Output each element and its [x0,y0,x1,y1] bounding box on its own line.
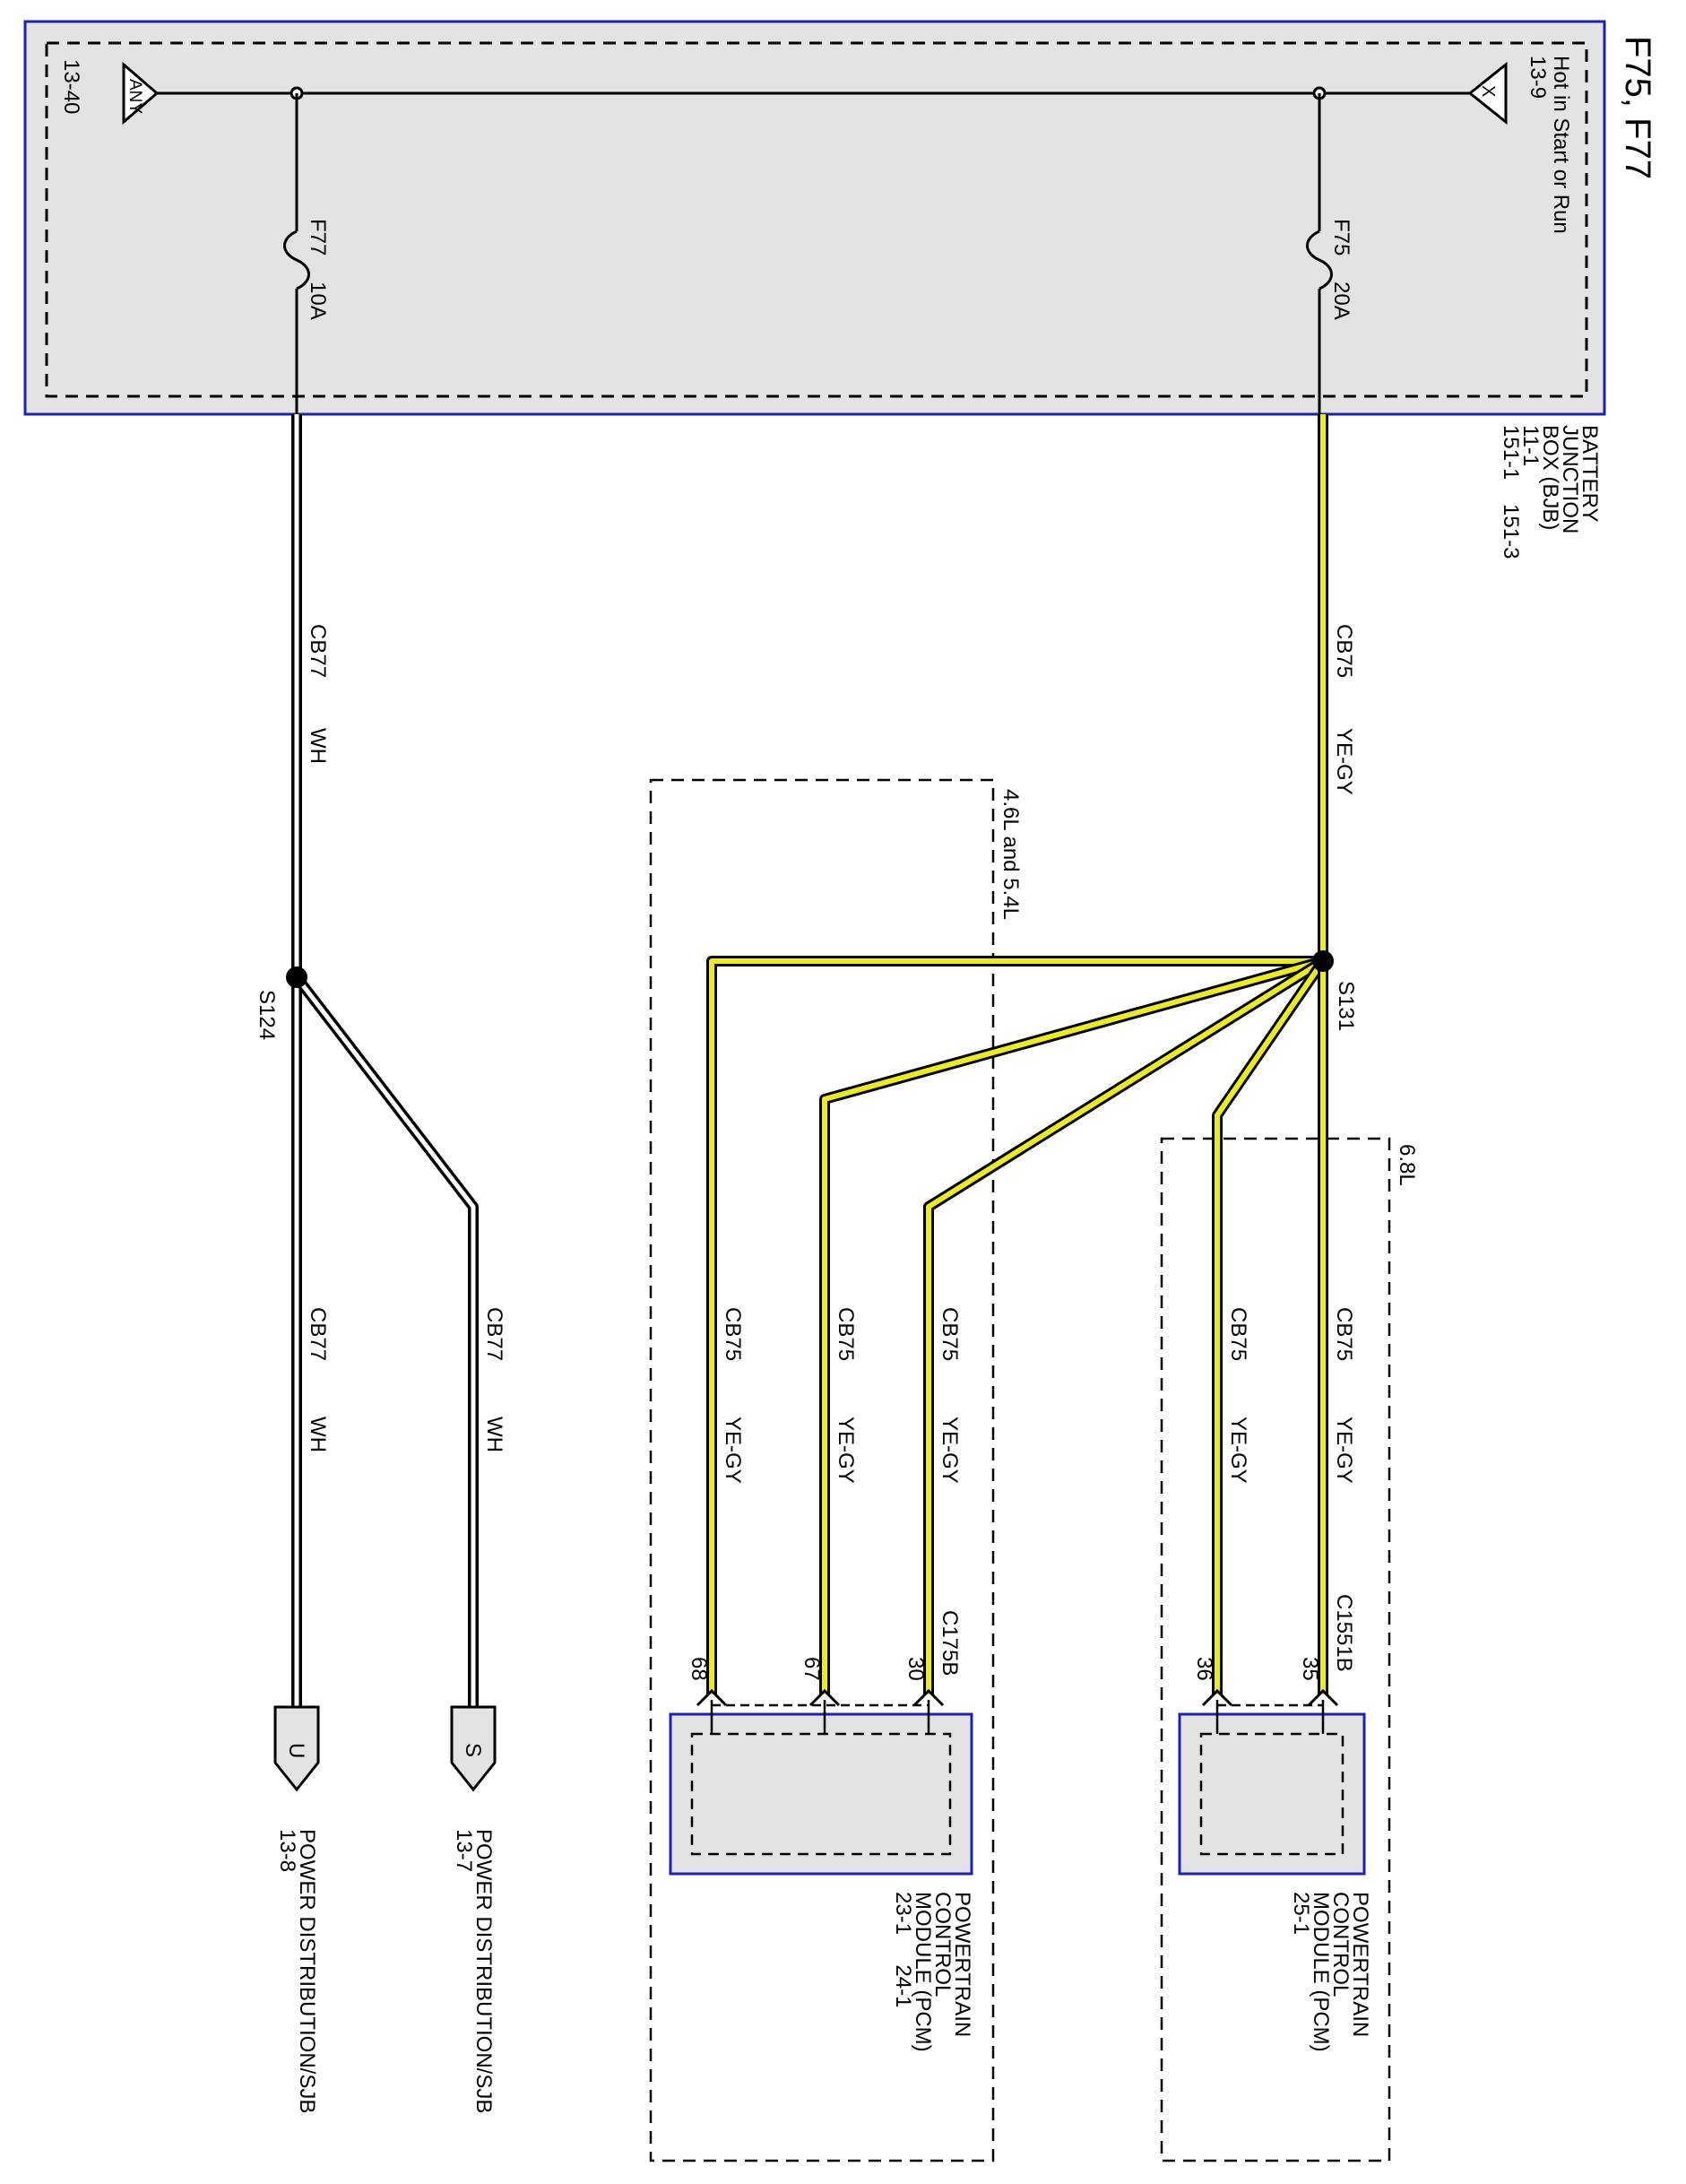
bjb-name-label: BATTERY JUNCTION BOX (BJB) 11-1 151-1 15… [1499,425,1602,559]
pin-67-chevron-icon [808,1688,841,1707]
pcm-68-line-1: POWERTRAIN [1348,1892,1372,2037]
pin-35-chevron-icon [1307,1688,1339,1707]
cb77-wire-group [291,414,479,1707]
cb75-pin36-color: YE-GY [1226,1417,1250,1484]
pin-30-label: 30 [904,1657,928,1681]
cb77-u-circuit: CB77 [306,1307,330,1361]
variant-label-46-54: 4.6L and 5.4L [999,789,1023,920]
splice-s124-label: S124 [255,990,279,1040]
cb75-pin67-circuit: CB75 [834,1307,858,1361]
cb75-pin67-color: YE-GY [834,1417,858,1484]
pin-36-label: 36 [1192,1657,1216,1681]
ref-u-line-2: 13-8 [275,1829,299,1872]
battery-junction-box: ANY 13-40 X Hot in Start or Run 13-9 F77… [23,20,1606,416]
connector-c1551b-label: C1551B [1332,1594,1356,1672]
pcm-68-line-2: CONTROL [1328,1892,1353,1997]
pcm-68-line-4: 25-1 [1289,1892,1313,1935]
cb75-trunk-circuit: CB75 [1332,624,1356,678]
variant-box-68 [1160,1137,1391,2162]
ref-shield-u-letter: U [284,1743,308,1758]
x-reference: 13-9 [1526,56,1550,99]
pin-36-chevron-icon [1201,1688,1233,1707]
ref-s-line-1: POWER DISTRIBUTION/SJB [471,1829,496,2113]
cb75-pin36-circuit: CB75 [1226,1307,1250,1361]
bjb-name-line-4: 11-1 [1518,425,1543,466]
variant-box-46-54 [649,778,995,2162]
cb75-pin30-circuit: CB75 [938,1307,962,1361]
ref-shield-s-icon [450,1705,497,1792]
ref-s-line-2: 13-7 [452,1829,476,1872]
bjb-name-line-1: BATTERY [1578,425,1602,522]
bjb-name-line-2: JUNCTION [1558,425,1582,533]
cb75-pin35-circuit: CB75 [1332,1307,1356,1361]
pcm-module-68 [1178,1700,1366,1876]
connector-c175b-label: C175B [938,1610,962,1676]
x-symbol: X [1478,85,1498,97]
ref-u-line-1: POWER DISTRIBUTION/SJB [295,1829,319,2113]
bjb-name-line-3: BOX (BJB) [1538,425,1562,530]
pcm-46-line-3: MODULE (PCM) [911,1892,935,2052]
hot-in-start-or-run-label: Hot in Start or Run [1549,56,1573,234]
fuse-f75-rating: 20A [1329,282,1353,320]
pcm-46-line-4: 23-1 24-1 [891,1892,915,2007]
pcm-46-line-2: CONTROL [930,1892,955,1997]
cb75-pin35-color: YE-GY [1332,1417,1356,1484]
variant-label-68: 6.8L [1395,1144,1419,1186]
fuse-f75-name: F75 [1329,219,1353,256]
cb77-u-color: WH [306,1417,330,1452]
pcm-68-line-3: MODULE (PCM) [1309,1892,1333,2052]
fuse-f77-rating: 10A [306,282,330,320]
pcm-module-46-54 [669,1700,973,1876]
pin-30-chevron-icon [912,1688,945,1707]
any-symbol: ANY [125,79,144,114]
ref-shield-s-letter: S [461,1743,485,1757]
cb77-s-color: WH [482,1417,506,1452]
cb77-trunk-color: WH [306,728,330,764]
pin-68-chevron-icon [696,1688,728,1707]
splice-s131 [1312,950,1334,972]
diagram-title: F75, F77 [1618,36,1657,179]
cb77-s-circuit: CB77 [482,1307,506,1361]
cb75-trunk-color: YE-GY [1332,728,1356,795]
ref-shield-u-icon [273,1705,320,1792]
pin-68-label: 68 [687,1657,711,1681]
pin-35-label: 35 [1298,1657,1322,1681]
x-source-triangle-icon [1467,61,1508,126]
cb75-pin68-circuit: CB75 [721,1307,745,1361]
pin-chevron-icons [696,1688,1339,1707]
fuse-f77-name: F77 [306,219,330,256]
cb75-pin68-color: YE-GY [721,1417,745,1484]
fuse-f77 [283,93,310,414]
pin-67-label: 67 [800,1657,824,1681]
splice-s131-label: S131 [1334,981,1358,1031]
splice-s124 [286,966,307,988]
cb75-wire-group [706,414,1328,1694]
cb75-pin30-color: YE-GY [938,1417,962,1484]
any-reference: 13-40 [59,59,83,114]
any-source-triangle-icon [122,61,160,126]
cb77-trunk-circuit: CB77 [306,624,330,678]
fuse-f75 [1306,93,1333,414]
bjb-name-line-5: 151-1 151-3 [1499,425,1523,559]
pcm-46-line-1: POWERTRAIN [950,1892,974,2037]
